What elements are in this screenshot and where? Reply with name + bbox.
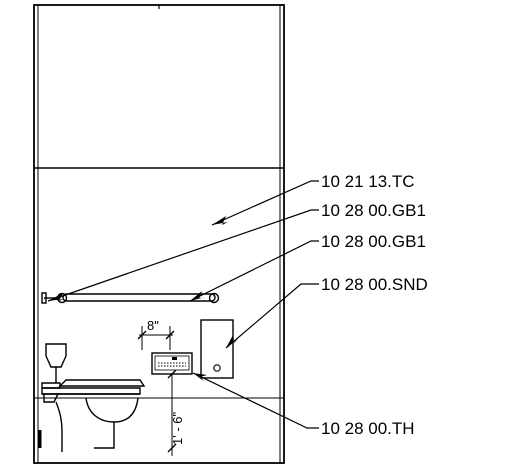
toilet-bowl bbox=[85, 397, 139, 423]
callout-napkin-disposal: 10 28 00.SND bbox=[321, 275, 428, 294]
callout-partition: 10 21 13.TC bbox=[321, 172, 415, 191]
tissue-holder-logo bbox=[172, 357, 177, 360]
toilet-seat bbox=[41, 387, 141, 395]
dim-h-tick-left bbox=[137, 330, 147, 340]
grab-bar-side-flange bbox=[41, 292, 47, 304]
toilet-back bbox=[43, 393, 59, 403]
flush-valve bbox=[45, 343, 67, 368]
toilet-base bbox=[94, 422, 115, 449]
napkin-disposal bbox=[200, 319, 234, 379]
dim-h-tick-right bbox=[165, 330, 175, 340]
leader-grab-bar-side bbox=[47, 209, 319, 302]
napkin-disposal-body bbox=[200, 319, 234, 379]
leader-grab-bar-rear bbox=[189, 240, 319, 302]
toilet-seat-lid bbox=[58, 379, 146, 387]
stall-enclosure bbox=[33, 4, 285, 464]
dim-v-tick-bottom bbox=[167, 443, 177, 453]
arrowhead-grab-bar-rear bbox=[190, 291, 205, 301]
toilet bbox=[38, 343, 146, 452]
tissue-holder-inner bbox=[154, 355, 190, 371]
leader-partition bbox=[211, 180, 319, 226]
arrowhead-partition bbox=[212, 216, 228, 225]
leader-napkin-disposal bbox=[225, 283, 319, 349]
napkin-disposal-knob bbox=[213, 364, 221, 372]
callout-tissue-holder: 10 28 00.TH bbox=[321, 419, 415, 438]
callout-grab-bar-rear: 10 28 00.GB1 bbox=[321, 232, 426, 251]
flush-elbow bbox=[41, 382, 61, 389]
arrowhead-napkin-disposal bbox=[226, 335, 238, 348]
arrowhead-grab-bar-side bbox=[48, 293, 64, 301]
arrowhead-tissue-holder bbox=[193, 373, 207, 382]
dimension-horizontal bbox=[137, 326, 175, 350]
dim-label-offset: 8" bbox=[147, 318, 159, 333]
callout-grab-bar-side: 10 28 00.GB1 bbox=[321, 201, 426, 220]
grab-bar-right-flange bbox=[208, 292, 220, 304]
tissue-holder bbox=[151, 352, 193, 375]
toilet-trap-left bbox=[55, 401, 63, 452]
leader-tissue-holder bbox=[192, 372, 319, 429]
dim-v-tick-top bbox=[167, 369, 177, 379]
dimension-vertical bbox=[167, 369, 177, 456]
grab-bar-tube bbox=[62, 293, 216, 302]
dim-label-height: 1' - 6" bbox=[170, 412, 185, 445]
leader-lines bbox=[47, 180, 319, 429]
leader-arrowheads bbox=[48, 216, 238, 382]
